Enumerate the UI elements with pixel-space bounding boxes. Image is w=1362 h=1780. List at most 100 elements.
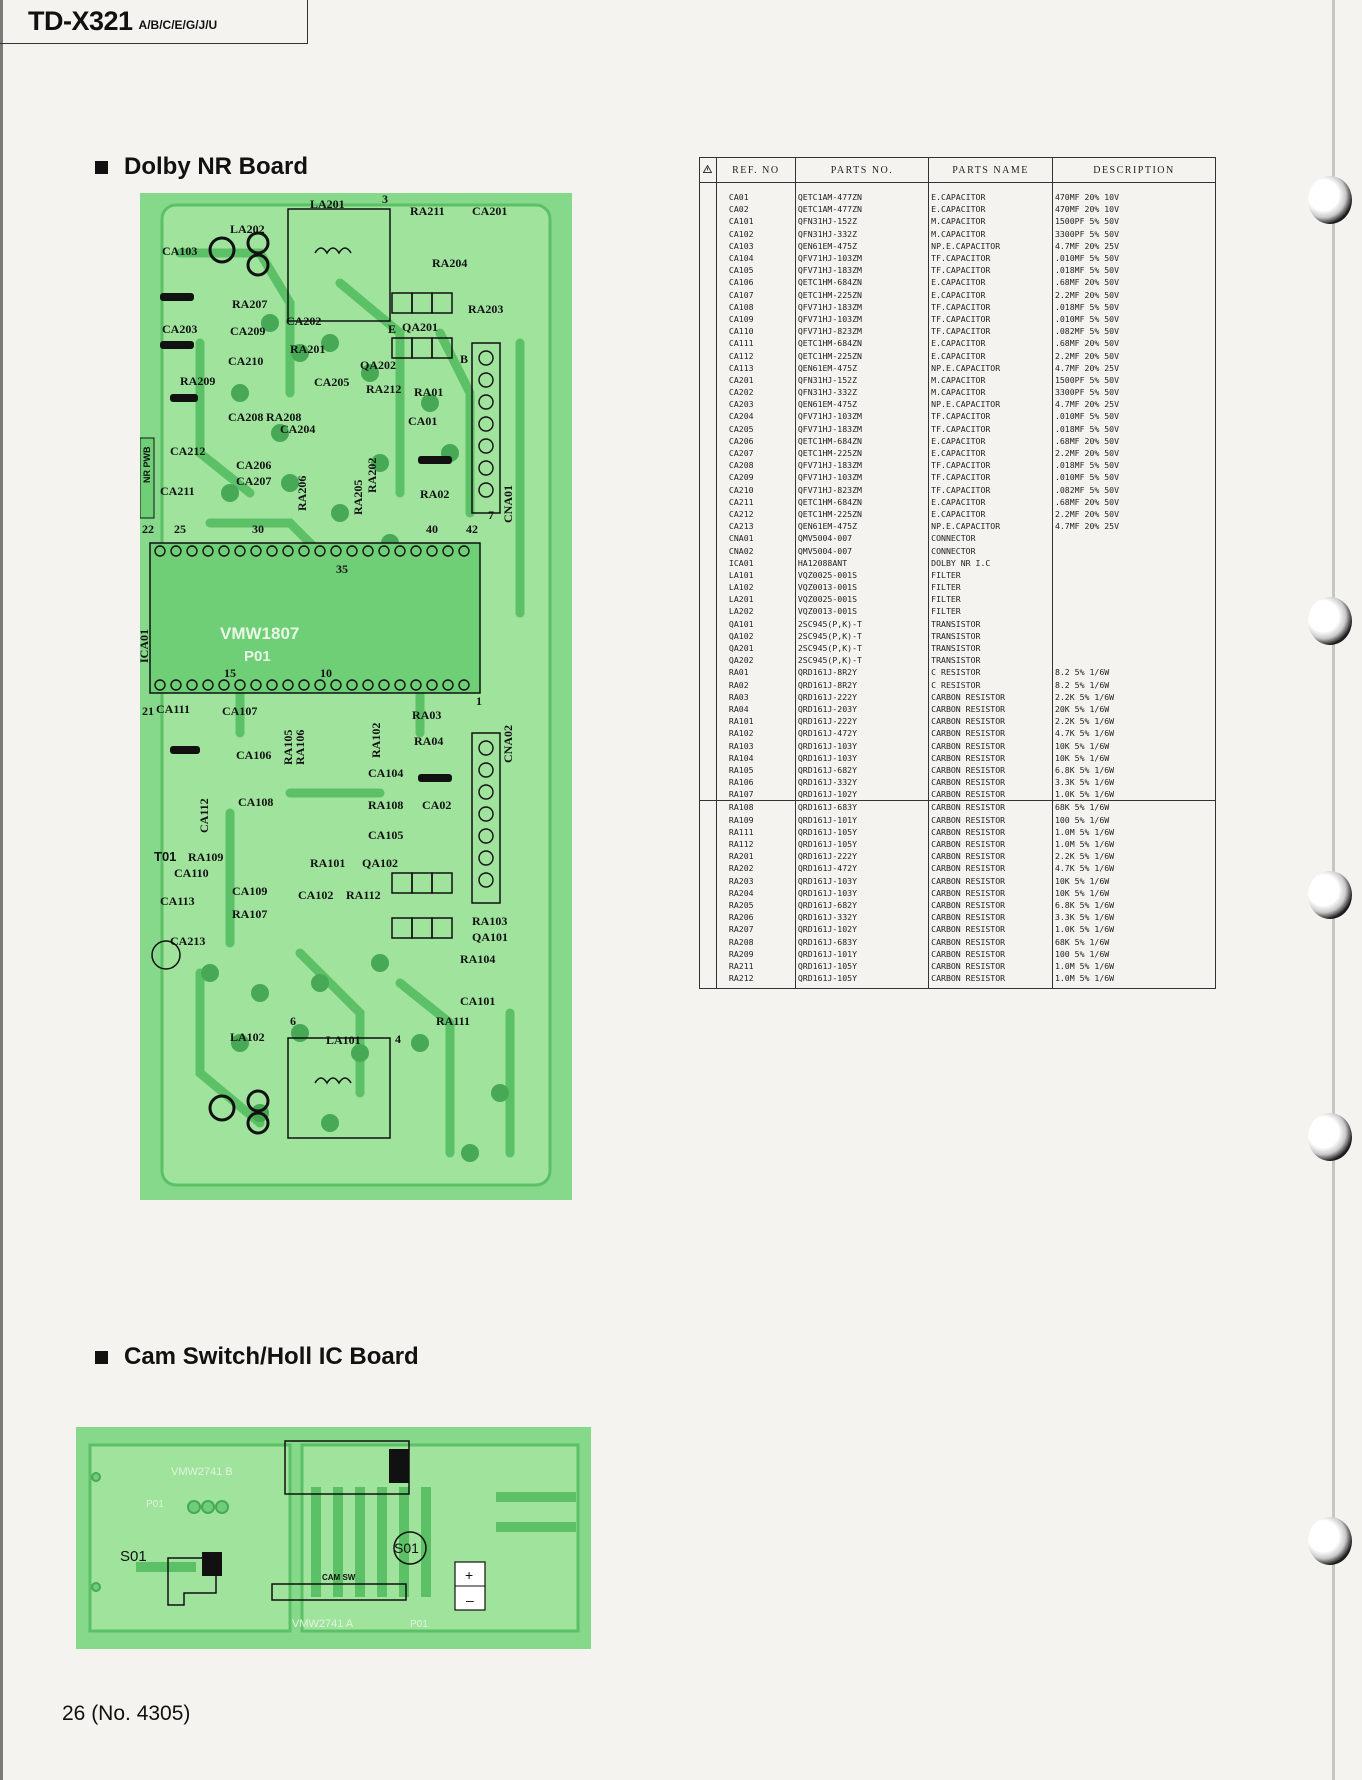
parts-name-cell: FILTER	[928, 568, 1053, 581]
ref-no-cell: RA203	[715, 874, 796, 887]
description-cell: 4.7MF 20% 25V	[1051, 520, 1217, 533]
ref-no-cell: RA211	[715, 959, 796, 972]
warning-cell	[699, 361, 717, 374]
ref-no-cell: CA106	[715, 276, 796, 289]
label-ra106: RA106	[293, 730, 307, 765]
header-parts-no: PARTS NO.	[794, 157, 930, 183]
warning-cell	[699, 605, 717, 618]
label-pin30: 30	[252, 522, 264, 536]
label-ra03: RA03	[412, 708, 441, 722]
parts-no-cell: QRD161J-682Y	[794, 898, 930, 912]
label-ca211: CA211	[160, 484, 195, 498]
label-ca104: CA104	[368, 766, 403, 780]
parts-name-cell: M.CAPACITOR	[928, 215, 1053, 228]
parts-name-cell: CARBON RESISTOR	[928, 800, 1053, 814]
connector-cna02	[471, 732, 501, 904]
label-ca02: CA02	[422, 798, 451, 812]
parts-no-cell: QETC1HM-684ZN	[794, 276, 930, 289]
coil-la102	[208, 1094, 236, 1122]
filter-la201	[287, 208, 391, 322]
warning-cell	[699, 471, 717, 484]
model-variants: A/B/C/E/G/J/U	[138, 17, 218, 32]
ref-no-cell: CA101	[715, 215, 796, 228]
parts-no-cell: QRD161J-102Y	[794, 923, 930, 936]
description-cell: 68K 5% 1/6W	[1051, 800, 1217, 814]
ref-no-cell: CA204	[715, 410, 796, 423]
ref-no-cell: RA207	[715, 923, 796, 936]
coil-la102-c	[246, 1111, 270, 1135]
label-ra102: RA102	[369, 723, 383, 758]
description-cell	[1051, 544, 1217, 557]
ref-no-cell: CA213	[715, 520, 796, 533]
description-cell: 2.2MF 20% 50V	[1051, 446, 1217, 460]
ref-no-cell: RA102	[715, 727, 796, 740]
transistor-pads	[391, 292, 453, 939]
label-n6: 6	[290, 1014, 296, 1028]
description-cell: 3.3K 5% 1/6W	[1051, 776, 1217, 789]
warning-cell	[699, 182, 717, 204]
ref-no-cell: CA110	[715, 325, 796, 338]
section-bullet	[95, 1350, 108, 1364]
label-ra04: RA04	[414, 734, 443, 748]
label-ra212: RA212	[366, 382, 401, 396]
parts-name-cell: NP.E.CAPACITOR	[928, 239, 1053, 252]
label-pin42: 42	[466, 522, 478, 536]
model-number: TD-X321	[28, 6, 133, 36]
ref-no-cell: CA02	[715, 203, 796, 216]
label-ca108: CA108	[238, 795, 273, 809]
parts-name-cell: CARBON RESISTOR	[928, 959, 1053, 972]
label-n1: 1	[476, 694, 482, 708]
warning-cell	[699, 203, 717, 216]
label-ra108: RA108	[368, 798, 403, 812]
label-la201: LA201	[310, 197, 345, 211]
parts-no-cell: QETC1HM-225ZN	[794, 446, 930, 460]
cam-board-p01-2: P01	[410, 1619, 428, 1630]
warning-cell	[699, 532, 717, 545]
description-cell: .68MF 20% 50V	[1051, 276, 1217, 289]
parts-name-cell: E.CAPACITOR	[928, 446, 1053, 460]
warning-cell	[699, 227, 717, 240]
parts-name-cell: E.CAPACITOR	[928, 288, 1053, 301]
description-cell: 1.0K 5% 1/6W	[1051, 788, 1217, 801]
dolby-section-title-text: Dolby NR Board	[124, 153, 309, 180]
description-cell: .018MF 5% 50V	[1051, 422, 1217, 435]
ref-no-cell: CNA02	[715, 544, 796, 557]
parts-no-cell: VQZ0013-001S	[794, 581, 930, 594]
ref-no-cell: CA108	[715, 300, 796, 313]
description-cell: 470MF 20% 10V	[1051, 182, 1217, 204]
parts-no-cell: QFV71HJ-183ZM	[794, 264, 930, 277]
label-ra01: RA01	[414, 385, 443, 399]
description-cell: 10K 5% 1/6W	[1051, 886, 1217, 899]
parts-no-cell: QFV71HJ-183ZM	[794, 422, 930, 435]
parts-name-cell: E.CAPACITOR	[928, 434, 1053, 447]
parts-no-cell: QETC1HM-225ZN	[794, 349, 930, 362]
warning-cell	[699, 850, 717, 863]
label-ca110: CA110	[174, 866, 209, 880]
parts-name-cell: CONNECTOR	[928, 544, 1053, 557]
parts-no-cell: QFN31HJ-332Z	[794, 227, 930, 240]
binder-hole	[1308, 1113, 1352, 1161]
label-ca106: CA106	[236, 748, 271, 762]
parts-name-cell: FILTER	[928, 605, 1053, 618]
label-ca107: CA107	[222, 704, 257, 718]
label-ra109: RA109	[188, 850, 223, 864]
ref-no-cell: CA212	[715, 507, 796, 521]
description-cell: 2.2K 5% 1/6W	[1051, 690, 1217, 703]
label-n4: 4	[395, 1032, 401, 1046]
parts-no-cell: QETC1AM-477ZN	[794, 182, 930, 204]
ref-no-cell: CA113	[715, 361, 796, 374]
